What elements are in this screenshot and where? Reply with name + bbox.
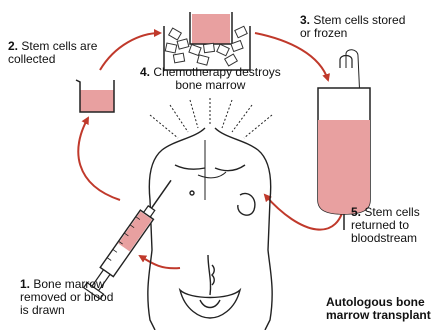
patient-torso <box>148 128 272 330</box>
step-4-number: 4. <box>140 65 150 79</box>
step-2-line1: Stem cells are <box>21 39 97 53</box>
collection-beaker-icon <box>76 80 114 112</box>
step-3-line2: or frozen <box>300 27 405 40</box>
freezer-tray-icon <box>164 12 250 70</box>
step-5-label: 5. Stem cells returned to bloodstream <box>351 206 420 245</box>
arrow-marrow-to-beaker <box>78 118 120 200</box>
step-1-number: 1. <box>20 277 30 291</box>
step-5-number: 5. <box>351 205 361 219</box>
step-5-line3: bloodstream <box>351 232 420 245</box>
step-3-number: 3. <box>300 13 310 27</box>
diagram-caption: Autologous bone marrow transplant <box>326 296 431 322</box>
step-1-label: 1. Bone marrow removed or blood is drawn <box>20 278 113 317</box>
step-2-label: 2. Stem cells are collected <box>8 40 97 66</box>
arrow-body-to-syringe <box>140 256 180 268</box>
step-2-number: 2. <box>8 39 18 53</box>
step-1-line3: is drawn <box>20 304 113 317</box>
chemotherapy-rays <box>150 98 272 138</box>
step-2-line2: collected <box>8 53 97 66</box>
caption-line2: marrow transplant <box>326 309 431 322</box>
step-1-line1: Bone marrow <box>33 277 104 291</box>
step-4-line2: bone marrow <box>140 79 281 92</box>
step-4-label: 4. Chemotherapy destroys bone marrow <box>140 66 281 92</box>
step-5-line1: Stem cells <box>364 205 419 219</box>
step-4-line1: Chemotherapy destroys <box>153 65 280 79</box>
step-3-label: 3. Stem cells stored or frozen <box>300 14 405 40</box>
step-3-line1: Stem cells stored <box>313 13 405 27</box>
